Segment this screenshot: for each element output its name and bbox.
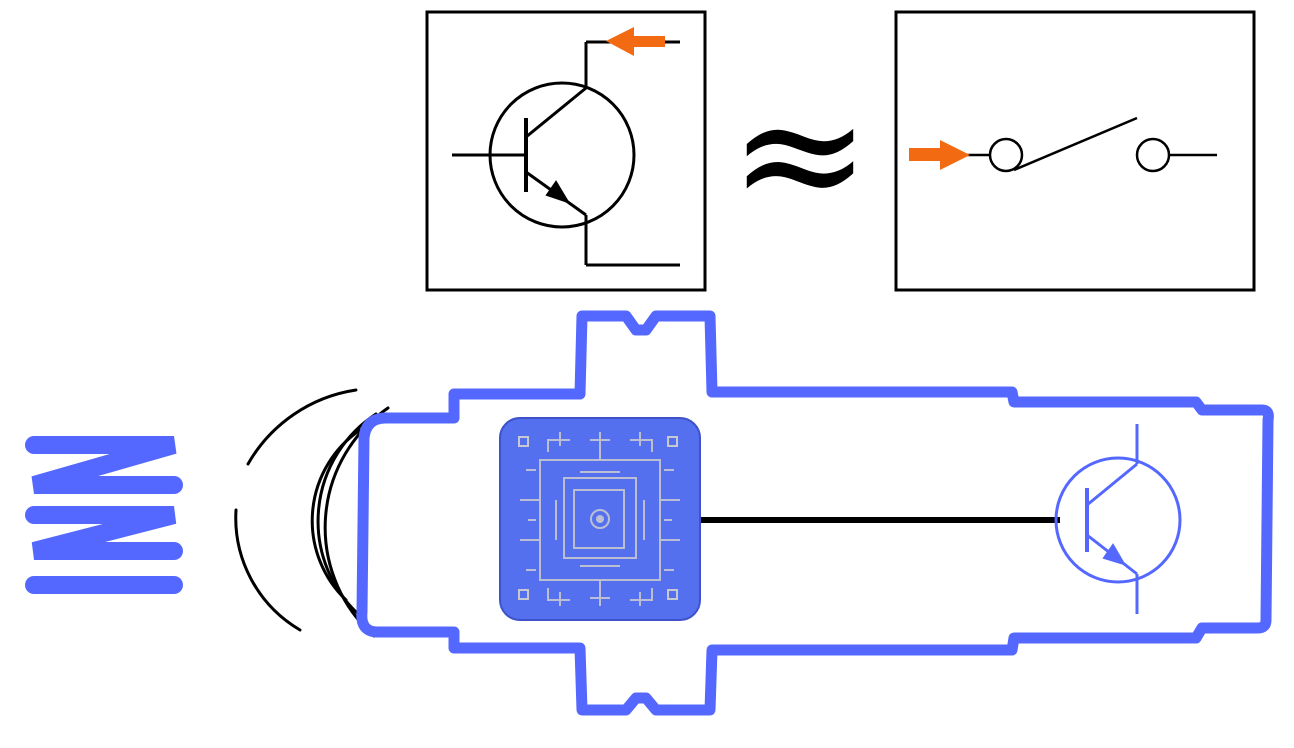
body-npn-transistor-icon [1054,424,1182,614]
input-arrow-icon [909,140,970,170]
current-arrow-icon [606,27,665,56]
chip-icon [499,417,701,621]
transistor-panel [425,10,707,292]
switch-panel-frame [894,10,1256,292]
approx-equal-symbol: ≈ [729,55,871,253]
sensor-body [356,310,1274,716]
switch-icon [966,116,1217,173]
switch-panel [894,10,1256,292]
spring-icon [25,436,183,594]
transistor-panel-frame [425,10,707,292]
npn-transistor-icon [452,40,680,267]
